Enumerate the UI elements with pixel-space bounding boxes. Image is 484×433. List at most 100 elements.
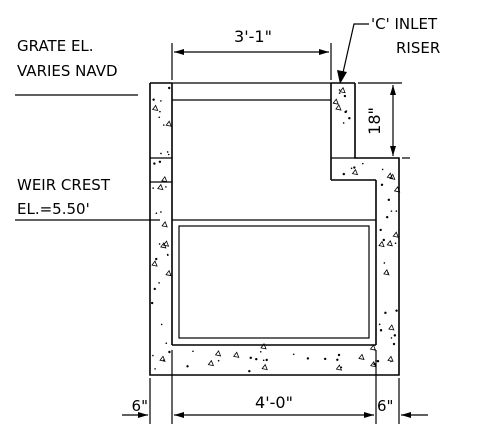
aggregate-dot <box>154 368 156 370</box>
aggregate-dot <box>292 353 295 356</box>
aggregate-dot <box>393 334 397 337</box>
aggregate-dot <box>162 124 165 126</box>
dim-bottom-width-text: 4'-0" <box>255 393 293 412</box>
aggregate-mark <box>335 364 343 371</box>
aggregate-dot <box>159 110 161 113</box>
aggregate-mark <box>378 240 385 248</box>
outer-wall-outline <box>149 83 400 376</box>
aggregate-mark <box>388 324 395 331</box>
aggregate-mark <box>386 240 393 247</box>
aggregate-dot <box>340 366 343 369</box>
dim-bottom <box>122 350 428 424</box>
aggregate-mark <box>369 344 377 351</box>
aggregate-dot <box>186 365 189 368</box>
aggregate-dot <box>387 198 391 202</box>
inlet-leader-arrowhead <box>337 70 347 84</box>
aggregate-mark <box>165 269 172 277</box>
aggregate-mark <box>387 355 394 362</box>
aggregate-dot <box>337 353 341 357</box>
aggregate-dot <box>158 160 162 163</box>
aggregate-mark <box>161 221 168 228</box>
aggregate-mark <box>159 355 166 362</box>
aggregate-mark <box>261 363 268 371</box>
aggregate-dot <box>383 262 386 264</box>
weir-crest-label-line2: EL.=5.50' <box>17 200 90 218</box>
aggregate-dot <box>158 282 160 284</box>
inner-chamber <box>178 225 370 339</box>
aggregate-dot <box>373 348 376 351</box>
aggregate-dot <box>390 210 393 212</box>
aggregate-dot <box>376 359 380 363</box>
aggregate-mark <box>339 86 346 94</box>
aggregate-dot <box>249 356 252 360</box>
aggregate-dot <box>152 354 154 357</box>
dim-right-wall-text: 6" <box>377 397 393 415</box>
aggregate-dot <box>348 117 351 120</box>
aggregate-dot <box>392 342 396 346</box>
aggregate-mark <box>207 359 215 367</box>
aggregate-dot <box>160 211 162 213</box>
structure-outline <box>149 82 400 376</box>
aggregate-mark <box>332 98 339 105</box>
aggregate-dot <box>158 116 161 119</box>
aggregate-mark <box>392 231 399 238</box>
aggregate-dot <box>343 94 347 98</box>
aggregate-dot <box>350 167 353 170</box>
aggregate-dot <box>395 309 398 312</box>
aggregate-dot <box>255 357 258 361</box>
aggregate-dot <box>379 329 383 332</box>
aggregate-dot <box>390 337 393 339</box>
aggregate-dot <box>262 359 265 362</box>
aggregate-dot <box>342 122 345 124</box>
aggregate-dot <box>395 210 398 212</box>
aggregate-dot <box>323 357 327 361</box>
aggregate-dot <box>155 212 158 215</box>
aggregate-dot <box>150 301 154 305</box>
aggregate-dot <box>336 358 339 361</box>
dim-left-wall-text: 6" <box>132 397 148 415</box>
aggregate-dot <box>380 183 384 186</box>
aggregate-mark <box>358 353 365 360</box>
aggregate-dot <box>338 92 341 94</box>
aggregate-mark <box>351 168 359 176</box>
aggregate-dot <box>362 162 364 165</box>
aggregate-dot <box>382 238 385 242</box>
aggregate-dot <box>160 100 162 102</box>
text-labels: GRATE EL. VARIES NAVD 'C' INLET RISER WE… <box>17 15 440 415</box>
aggregate-dot <box>379 228 382 232</box>
aggregate-dot <box>168 350 171 354</box>
aggregate-dot <box>385 215 389 219</box>
aggregate-dot <box>166 151 169 153</box>
aggregate-dot <box>166 253 169 256</box>
aggregate-dot <box>353 166 356 169</box>
aggregate-mark <box>214 350 222 357</box>
aggregate-dot <box>259 350 262 353</box>
aggregate-dot <box>160 152 162 155</box>
grate-el-label-line2: VARIES NAVD <box>17 62 118 80</box>
aggregate-dot <box>167 153 170 156</box>
aggregate-dot <box>265 358 268 362</box>
aggregate-mark <box>383 269 390 276</box>
dim-top-width <box>171 43 332 80</box>
aggregate-dot <box>153 287 156 291</box>
aggregate-dot <box>165 342 168 345</box>
aggregate-mark <box>233 351 240 358</box>
aggregate-dot <box>168 86 171 90</box>
aggregate-dot <box>394 242 397 245</box>
dim-top-width-text: 3'-1" <box>234 27 272 46</box>
aggregate-mark <box>165 120 172 127</box>
aggregate-dot <box>217 359 220 362</box>
aggregate-mark <box>162 240 170 247</box>
aggregate-dot <box>248 369 251 373</box>
aggregate-dot <box>165 186 167 188</box>
inlet-label-line1: 'C' INLET <box>371 15 438 33</box>
aggregate-dot <box>153 162 156 165</box>
aggregate-mark <box>157 183 164 191</box>
aggregate-mark <box>151 260 158 267</box>
aggregate-mark <box>260 343 267 350</box>
aggregate-dot <box>152 187 154 189</box>
aggregate-dot <box>384 311 387 315</box>
aggregate-mark <box>335 104 342 111</box>
